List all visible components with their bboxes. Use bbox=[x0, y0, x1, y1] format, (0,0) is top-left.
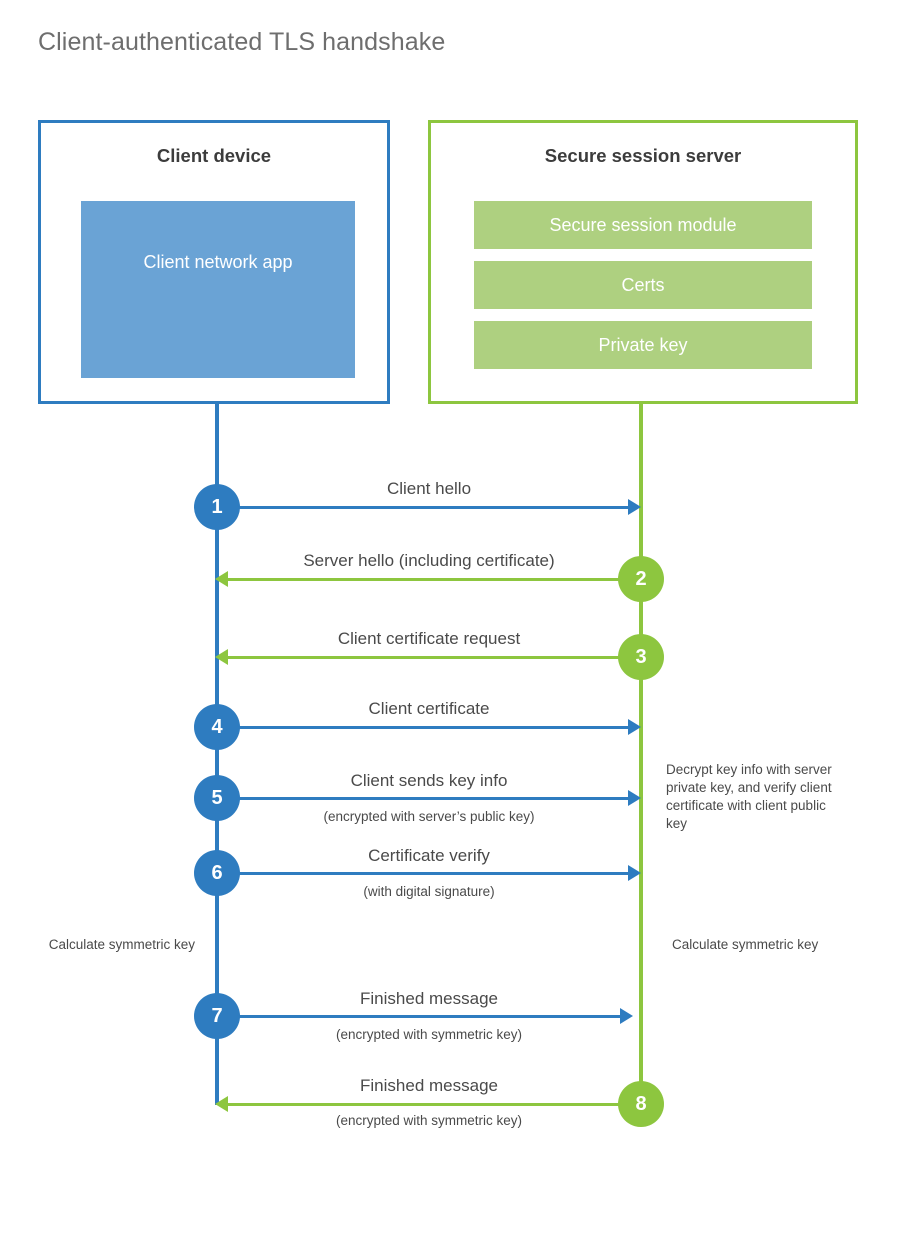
message-line-4 bbox=[217, 726, 633, 729]
client-lifeline bbox=[215, 403, 219, 1105]
message-line-6 bbox=[217, 872, 633, 875]
message-label-6: Certificate verify bbox=[368, 846, 490, 865]
page-title: Client-authenticated TLS handshake bbox=[38, 28, 446, 56]
message-label-1: Client hello bbox=[386, 479, 472, 498]
arrow-head-7-icon bbox=[620, 1008, 633, 1024]
message-line-2 bbox=[228, 578, 641, 581]
message-sublabel-5: (encrypted with server’s public key) bbox=[323, 809, 535, 824]
arrow-head-4-icon bbox=[628, 719, 641, 735]
server-lifeline bbox=[639, 403, 643, 1105]
server-module-list: Secure session module Certs Private key bbox=[474, 201, 812, 381]
message-line-8 bbox=[228, 1103, 641, 1106]
arrow-head-2-icon bbox=[215, 571, 228, 587]
message-sublabel-7: (encrypted with symmetric key) bbox=[335, 1027, 523, 1042]
server-module-secure-session-module: Secure session module bbox=[474, 201, 812, 249]
client-calculate-symmetric-key-note: Calculate symmetric key bbox=[48, 937, 195, 952]
client-device-title: Client device bbox=[156, 145, 272, 166]
step-circle-5: 5 bbox=[194, 775, 240, 821]
message-label-3: Client certificate request bbox=[337, 629, 521, 648]
arrow-head-8-icon bbox=[215, 1096, 228, 1112]
message-label-4: Client certificate bbox=[368, 699, 490, 718]
server-module-certs: Certs bbox=[474, 261, 812, 309]
message-label-7: Finished message bbox=[360, 989, 498, 1008]
message-line-3 bbox=[228, 656, 641, 659]
message-line-5 bbox=[217, 797, 633, 800]
message-sublabel-8: (encrypted with symmetric key) bbox=[335, 1113, 523, 1128]
step-circle-4: 4 bbox=[194, 704, 240, 750]
step-circle-6: 6 bbox=[194, 850, 240, 896]
secure-session-server-title: Secure session server bbox=[544, 145, 742, 166]
step-circle-2: 2 bbox=[618, 556, 664, 602]
arrow-head-3-icon bbox=[215, 649, 228, 665]
server-calculate-symmetric-key-note: Calculate symmetric key bbox=[672, 937, 819, 952]
client-device-box: Client device Client network app bbox=[38, 120, 390, 404]
arrow-head-1-icon bbox=[628, 499, 641, 515]
step-circle-8: 8 bbox=[618, 1081, 664, 1127]
step-circle-1: 1 bbox=[194, 484, 240, 530]
message-line-7 bbox=[217, 1015, 622, 1018]
arrow-head-5-icon bbox=[628, 790, 641, 806]
message-sublabel-6: (with digital signature) bbox=[363, 884, 495, 899]
message-label-2: Server hello (including certificate) bbox=[303, 551, 555, 570]
step-circle-7: 7 bbox=[194, 993, 240, 1039]
arrow-head-6-icon bbox=[628, 865, 641, 881]
message-line-1 bbox=[217, 506, 633, 509]
client-network-app-block: Client network app bbox=[81, 201, 355, 378]
secure-session-server-box: Secure session server Secure session mod… bbox=[428, 120, 858, 404]
server-module-private-key: Private key bbox=[474, 321, 812, 369]
message-label-5: Client sends key info bbox=[350, 771, 508, 790]
server-decrypt-note: Decrypt key info with server private key… bbox=[666, 762, 832, 831]
step-circle-3: 3 bbox=[618, 634, 664, 680]
message-label-8: Finished message bbox=[360, 1076, 498, 1095]
